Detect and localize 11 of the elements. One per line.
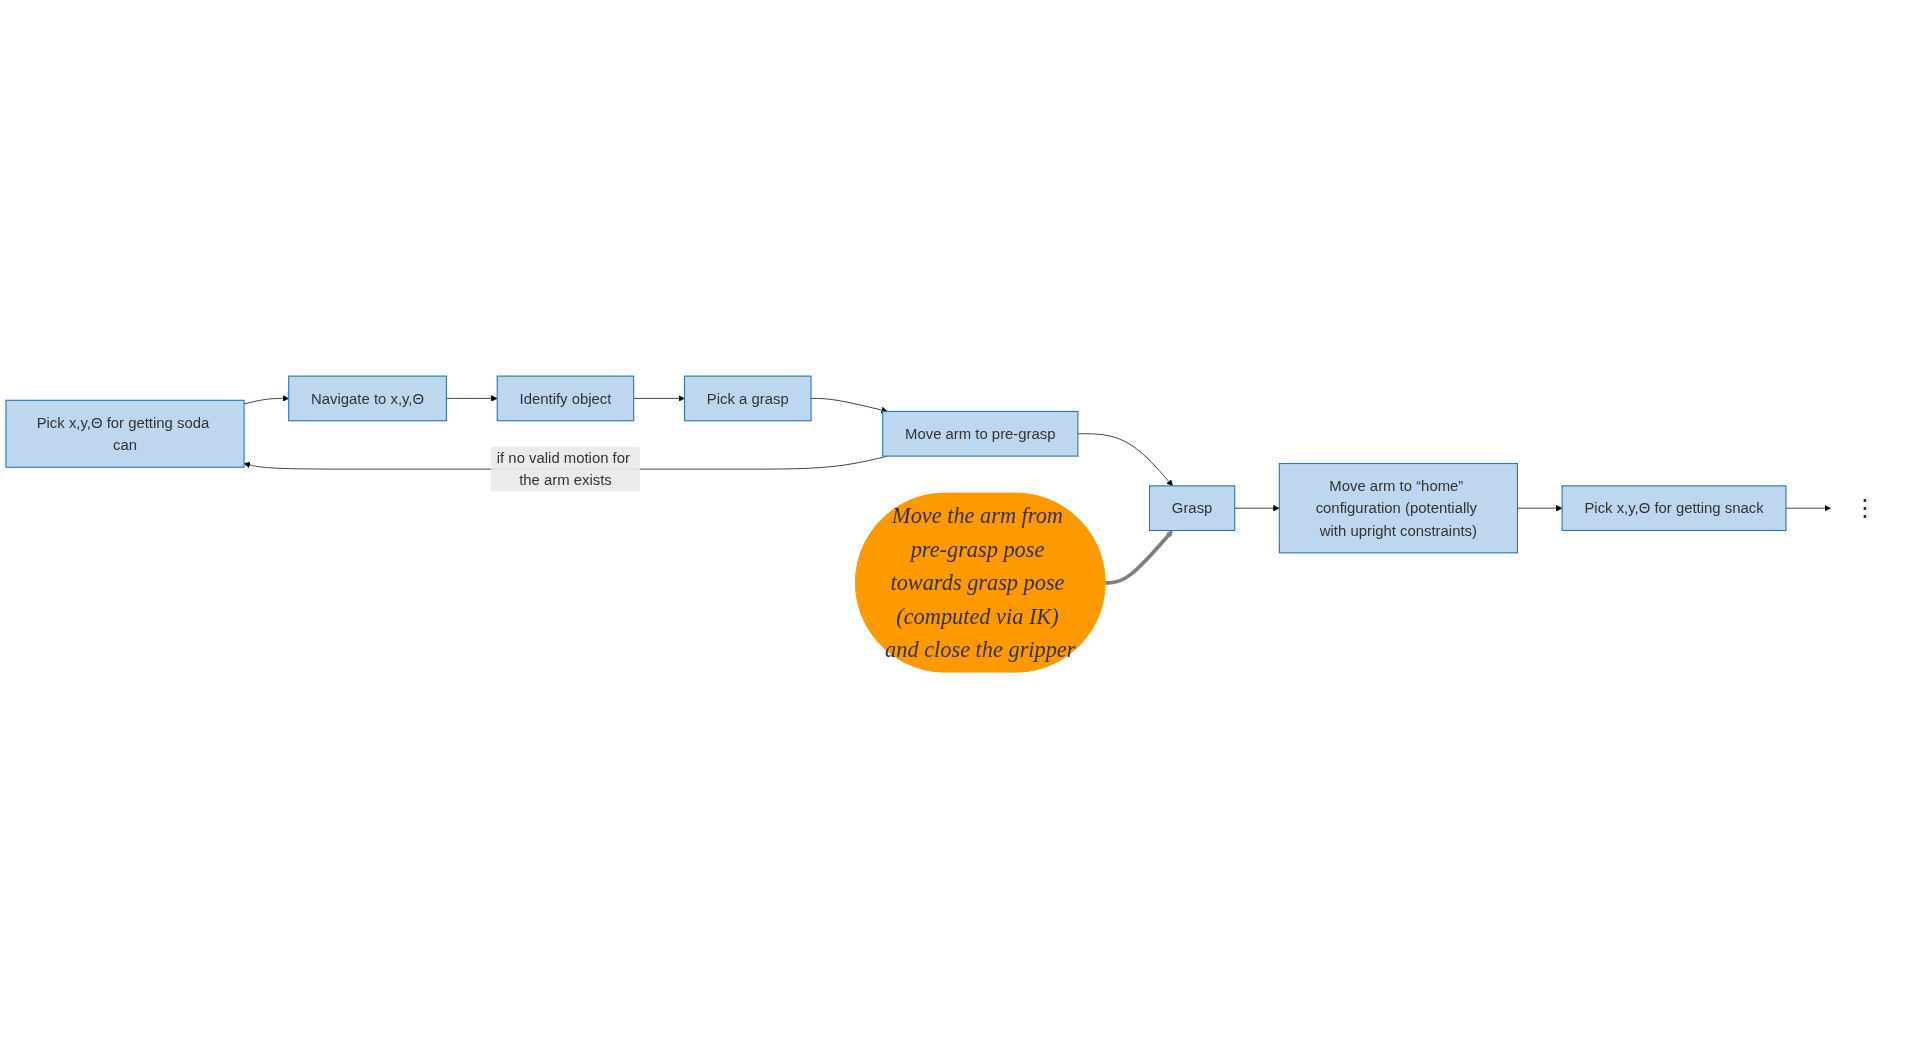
edge-label: if no valid motion for the arm exists: [496, 449, 630, 489]
node-box: Grasp: [1148, 485, 1236, 532]
node-box: Navigate to x,y,Θ: [288, 375, 447, 422]
node-box: Pick x,y,Θ for getting soda can: [5, 399, 245, 468]
node-box: Identify object: [496, 375, 635, 422]
arrow: [1105, 530, 1173, 585]
node-box: Move arm to “home” configuration (potentially with upright constraints): [1278, 463, 1518, 554]
node-box: Pick x,y,Θ for getting snack: [1561, 485, 1787, 532]
node-box: Pick a grasp: [683, 375, 812, 422]
node-box: Move arm to pre-grasp: [882, 410, 1079, 457]
node-text: ⋮: [1852, 494, 1877, 522]
